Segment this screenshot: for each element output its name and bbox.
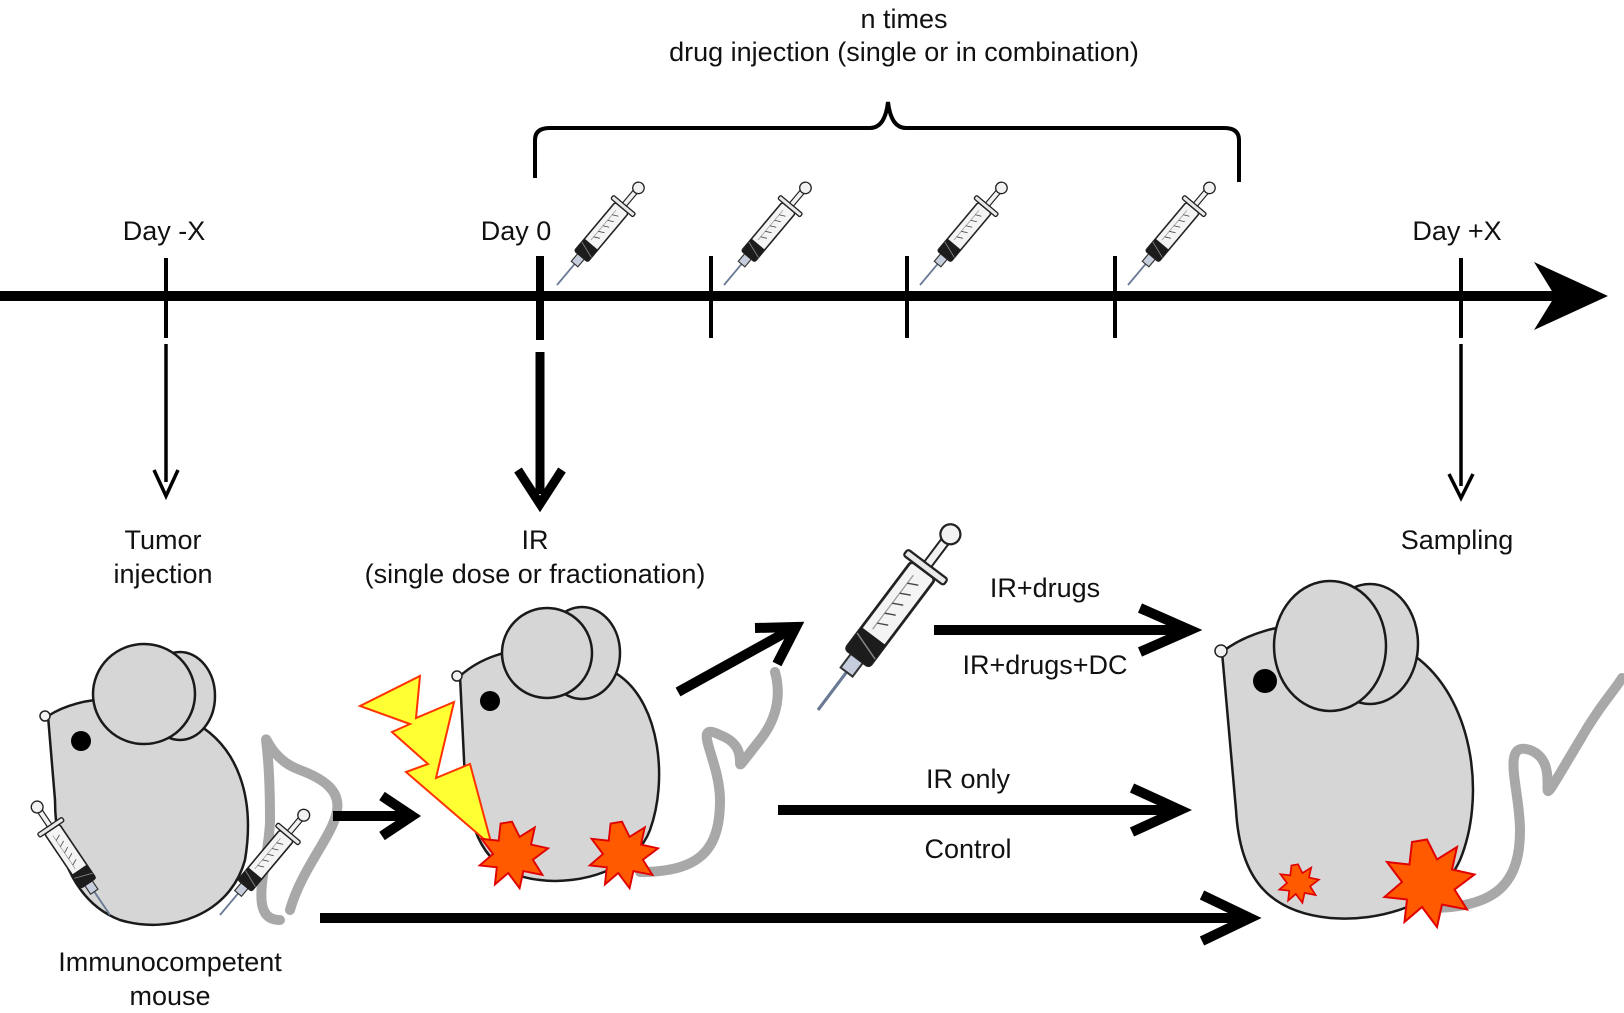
tumor-injection-line2: injection [113, 559, 213, 589]
brace-icon [533, 101, 1241, 182]
group-ir-drugs: IR+drugs [989, 573, 1101, 603]
group-control: Control [924, 834, 1012, 864]
mouse-label-line2: mouse [129, 981, 211, 1011]
syringe-icon [712, 173, 822, 296]
arrow-down-ir [514, 352, 566, 513]
mouse-icon [1214, 579, 1624, 920]
syringe-icon [796, 509, 978, 727]
timeline-axis [0, 256, 1608, 340]
arrow-down-tumor [152, 344, 180, 501]
arrow-icon [934, 603, 1203, 657]
arrow-icon [675, 621, 805, 697]
group-ir-only: IR only [925, 764, 1011, 794]
lightning-icon [357, 674, 494, 849]
ir-line1: IR [521, 525, 549, 555]
day-0-label: Day 0 [480, 216, 552, 246]
syringe-icon [545, 173, 655, 296]
day-plus-x-label: Day +X [1412, 216, 1502, 246]
arrow-icon [778, 783, 1193, 837]
arrow-down-sampling [1447, 344, 1475, 502]
group-ir-drugs-dc: IR+drugs+DC [962, 650, 1128, 680]
syringe-icon [908, 173, 1018, 296]
arrow-icon [1534, 262, 1608, 330]
arrow-icon [333, 791, 422, 841]
day-minus-x-label: Day -X [122, 216, 206, 246]
repeat-label: n times [860, 4, 948, 34]
mouse-icon [39, 642, 343, 927]
syringe-icon [1116, 173, 1226, 296]
sampling-label: Sampling [1400, 525, 1514, 555]
arrow-icon [320, 890, 1262, 946]
mouse-label-line1: Immunocompetent [58, 947, 282, 977]
drug-injection-label: drug injection (single or in combination… [669, 37, 1139, 67]
ir-line2: (single dose or fractionation) [364, 559, 706, 589]
tumor-injection-line1: Tumor [124, 525, 202, 555]
